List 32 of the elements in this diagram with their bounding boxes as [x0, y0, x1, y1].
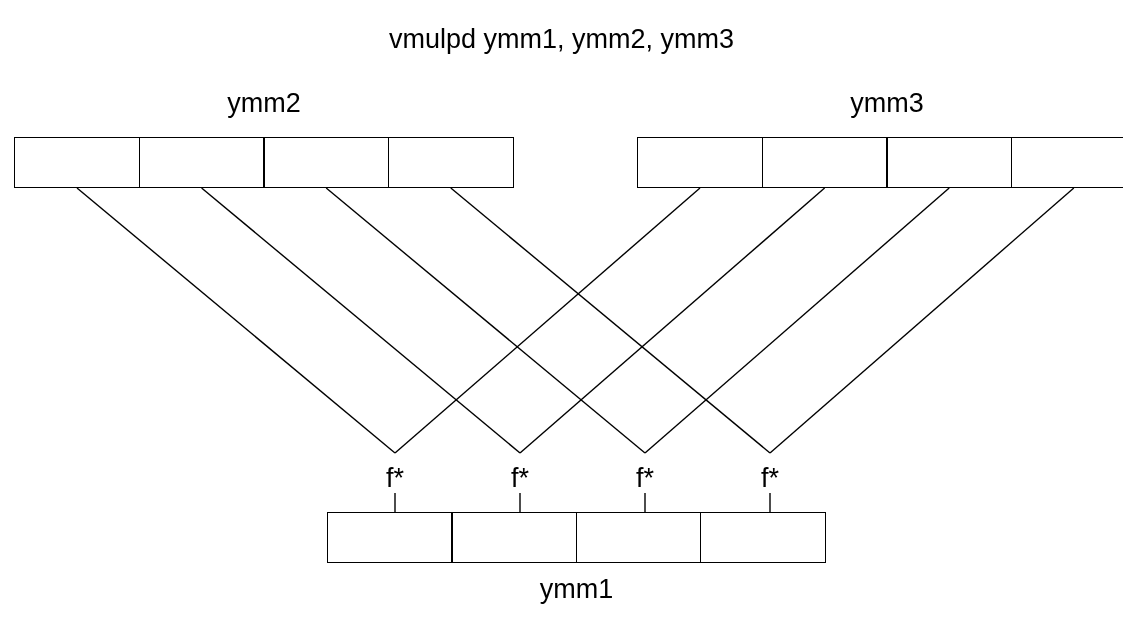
register-cell [451, 512, 577, 563]
operation-label: f* [373, 453, 417, 493]
connector-line [519, 187, 826, 454]
connector-line [769, 492, 771, 513]
connector-line [519, 492, 521, 513]
register-cell [700, 512, 826, 563]
register-cell [886, 137, 1013, 188]
register-label: ymm1 [538, 573, 615, 606]
connector-line [644, 492, 646, 513]
connector-line [394, 492, 396, 513]
connector-line [394, 187, 701, 454]
register-cell [263, 137, 390, 188]
register-cell [327, 512, 453, 563]
operation-label: f* [623, 453, 667, 493]
register-label: ymm3 [849, 87, 925, 120]
register-cell [138, 137, 265, 188]
connector-line [200, 187, 521, 454]
connector-line [325, 187, 646, 454]
register-cell [1010, 137, 1123, 188]
register-cell [761, 137, 888, 188]
register-cell [575, 512, 702, 563]
connector-line [769, 187, 1075, 454]
connector-line [76, 187, 396, 454]
operation-label: f* [748, 453, 792, 493]
connector-line [450, 187, 771, 454]
register-cell [637, 137, 763, 188]
register-label: ymm2 [226, 87, 302, 120]
connector-line [644, 187, 950, 454]
register-cell [387, 137, 514, 188]
operation-label: f* [498, 453, 542, 493]
register-cell [14, 137, 140, 188]
diagram-title: vmulpd ymm1, ymm2, ymm3 [387, 24, 735, 55]
